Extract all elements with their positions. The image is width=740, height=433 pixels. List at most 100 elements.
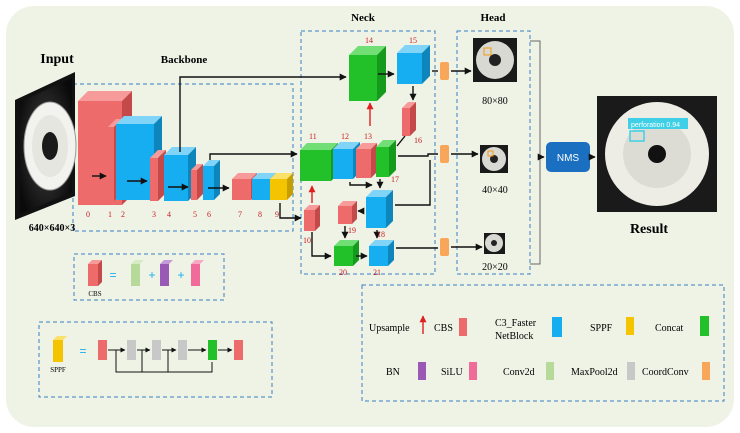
layer-number-20: 20 xyxy=(339,268,347,277)
legend-coordconv-label: CoordConv xyxy=(642,367,689,378)
legend-region xyxy=(361,284,725,402)
layer-18-c3 xyxy=(366,197,386,228)
layer-15-c3 xyxy=(397,53,422,84)
layer-7-cbs xyxy=(232,179,251,200)
layer-number-15: 15 xyxy=(409,36,417,45)
layer-number-16: 16 xyxy=(414,136,422,145)
layer-number-3: 3 xyxy=(152,210,156,219)
legend-cbs-label: CBS xyxy=(434,323,453,334)
layer-19-cbs xyxy=(338,206,352,224)
head-region xyxy=(456,30,531,275)
detection-label: perforation 0.94 xyxy=(631,122,680,129)
sppf-module-label: SPPF xyxy=(50,366,66,374)
backbone-blocks xyxy=(78,91,293,205)
legend-concat-label: Concat xyxy=(655,323,684,334)
cbs-module-label: CBS xyxy=(88,290,101,298)
layer-number-21: 21 xyxy=(373,268,381,277)
neck-title: Neck xyxy=(351,12,376,24)
cbs-module-bn-block xyxy=(160,264,169,286)
head-bracket xyxy=(530,40,541,265)
layer-12-c3 xyxy=(333,149,353,179)
layer-number-13: 13 xyxy=(364,132,372,141)
layer-2-c3 xyxy=(116,124,154,200)
nms-label: NMS xyxy=(557,153,580,164)
layer-16-cbs xyxy=(402,108,410,136)
layer-number-19: 19 xyxy=(348,226,356,235)
layer-number-9: 9 xyxy=(275,210,279,219)
sppf-module-cbs-2 xyxy=(234,340,243,360)
upsample-arrows xyxy=(308,102,374,203)
sppf-module-equals: = xyxy=(79,344,86,358)
layer-10-cbs xyxy=(304,210,315,231)
coordconv-head-3 xyxy=(440,238,449,256)
head-size-20: 20×20 xyxy=(482,262,508,273)
layer-number-5: 5 xyxy=(193,210,197,219)
detection-box xyxy=(629,130,645,142)
connections xyxy=(92,67,596,260)
layer-numbers: 0 1 2 3 4 5 6 7 8 9 10 11 12 13 14 15 16… xyxy=(86,36,422,277)
cbs-module-cbs-block xyxy=(88,264,98,286)
legend-sppf-icon xyxy=(626,317,634,335)
layer-8-c3 xyxy=(252,179,270,200)
sppf-module-sppf-block xyxy=(53,340,63,362)
layer-number-7: 7 xyxy=(238,210,242,219)
layer-3-cbs xyxy=(150,158,158,201)
result-image xyxy=(597,96,717,212)
backbone-title: Backbone xyxy=(161,54,208,66)
layer-number-11: 11 xyxy=(309,132,317,141)
cbs-module-silu-block xyxy=(191,264,200,286)
layer-number-14: 14 xyxy=(365,36,373,45)
layer-5-cbs xyxy=(191,170,197,200)
legend-cbs-icon xyxy=(459,318,467,336)
sppf-module-maxpool-1 xyxy=(127,340,136,360)
layer-number-0: 0 xyxy=(86,210,90,219)
layer-17-concat xyxy=(376,147,389,177)
cbs-module-conv2d-block xyxy=(131,264,140,286)
legend-maxpool-icon xyxy=(627,362,635,380)
sppf-module-concat xyxy=(208,340,217,360)
layer-1-cbs xyxy=(108,127,114,201)
input-size-label: 640×640×3 xyxy=(29,223,75,234)
layer-number-10: 10 xyxy=(303,236,311,245)
result-title: Result xyxy=(630,222,668,237)
legend-conv2d-label: Conv2d xyxy=(503,367,535,378)
legend-c3-icon xyxy=(552,317,562,337)
layer-21-c3 xyxy=(369,246,388,266)
cbs-module: CBS = + + xyxy=(88,260,204,298)
sppf-module-maxpool-2 xyxy=(152,340,161,360)
legend-maxpool-label: MaxPool2d xyxy=(571,367,618,378)
input-title: Input xyxy=(40,52,74,67)
layer-number-12: 12 xyxy=(341,132,349,141)
head-title: Head xyxy=(480,12,505,24)
layer-number-6: 6 xyxy=(207,210,211,219)
layer-4-c3 xyxy=(164,155,188,201)
legend-bn-label: BN xyxy=(386,367,400,378)
legend-silu-label: SiLU xyxy=(441,367,463,378)
layer-number-8: 8 xyxy=(258,210,262,219)
sppf-module: SPPF = xyxy=(50,336,243,374)
legend-c3-label-2: NetBlock xyxy=(495,331,533,342)
nms-box xyxy=(546,142,590,172)
cbs-module-plus-2: + xyxy=(177,268,184,282)
legend: Upsample CBS C3_Faster NetBlock SPPF Con… xyxy=(369,315,710,380)
layer-13-cbs xyxy=(356,149,371,178)
input-image xyxy=(15,72,77,220)
layer-number-2: 2 xyxy=(121,210,125,219)
head-size-40: 40×40 xyxy=(482,185,508,196)
layer-14-concat xyxy=(349,55,377,101)
sppf-module-maxpool-3 xyxy=(178,340,187,360)
coordconv-head-2 xyxy=(440,145,449,163)
head-size-80: 80×80 xyxy=(482,96,508,107)
layer-number-1: 1 xyxy=(108,210,112,219)
cbs-module-equals: = xyxy=(109,268,116,282)
legend-upsample-label: Upsample xyxy=(369,323,410,334)
layer-number-17: 17 xyxy=(391,175,399,184)
layer-9-sppf xyxy=(270,179,287,200)
layer-number-18: 18 xyxy=(377,230,385,239)
legend-concat-icon xyxy=(700,316,709,336)
legend-bn-icon xyxy=(418,362,426,380)
neck-blocks xyxy=(300,45,449,266)
legend-silu-icon xyxy=(469,362,477,380)
layer-6-c3 xyxy=(203,166,214,200)
